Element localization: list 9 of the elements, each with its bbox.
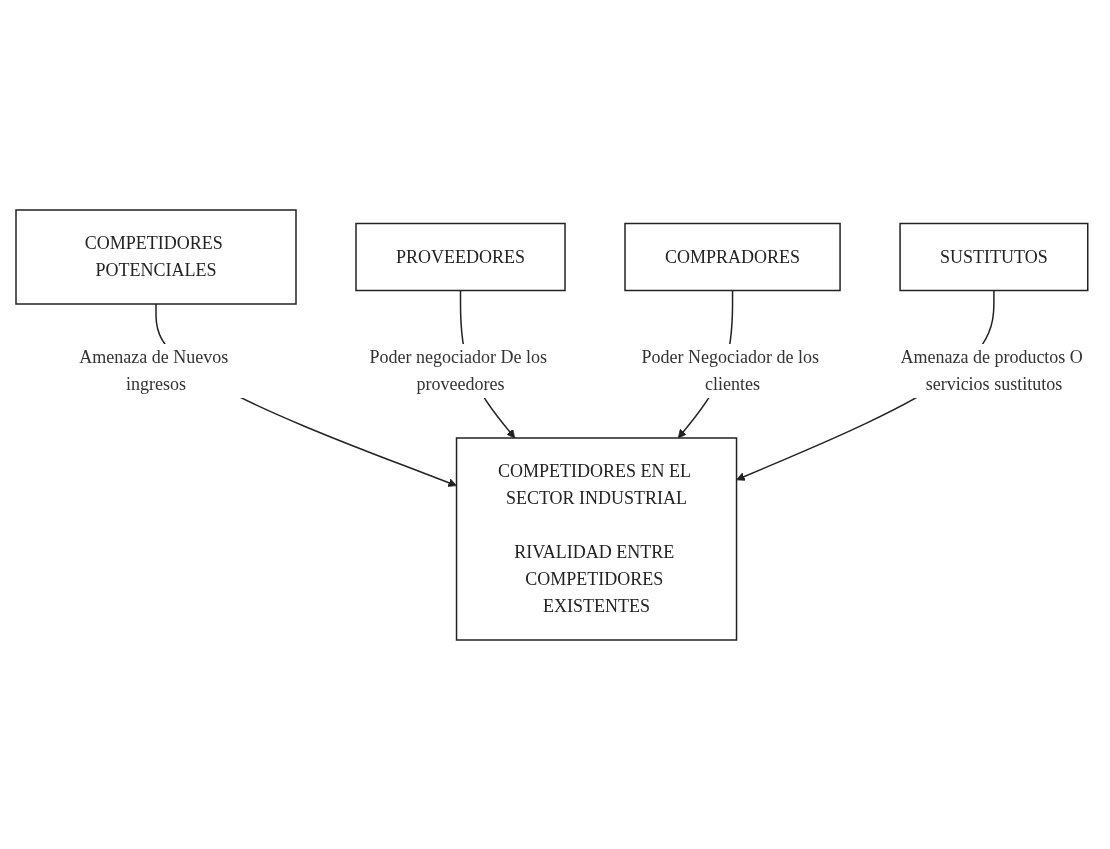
edge-label: Amenaza de Nuevos ingresos bbox=[79, 346, 229, 394]
edge-label: Poder negociador De los proveedores bbox=[369, 346, 548, 394]
node-box: COMPETIDORES POTENCIALES bbox=[15, 208, 297, 305]
node-box: SUSTITUTOS bbox=[899, 222, 1089, 291]
node-box: COMPETIDORES EN EL SECTOR INDUSTRIAL RIVALIDAD ENTRE COMPETIDORES EXISTENTES bbox=[455, 436, 738, 641]
edge-label: Amenaza de productos O servicios sustitutos bbox=[900, 346, 1083, 394]
edge-label: Poder Negociador de los clientes bbox=[641, 346, 820, 394]
node-box: PROVEEDORES bbox=[355, 222, 566, 291]
node-box: COMPRADORES bbox=[624, 222, 841, 291]
